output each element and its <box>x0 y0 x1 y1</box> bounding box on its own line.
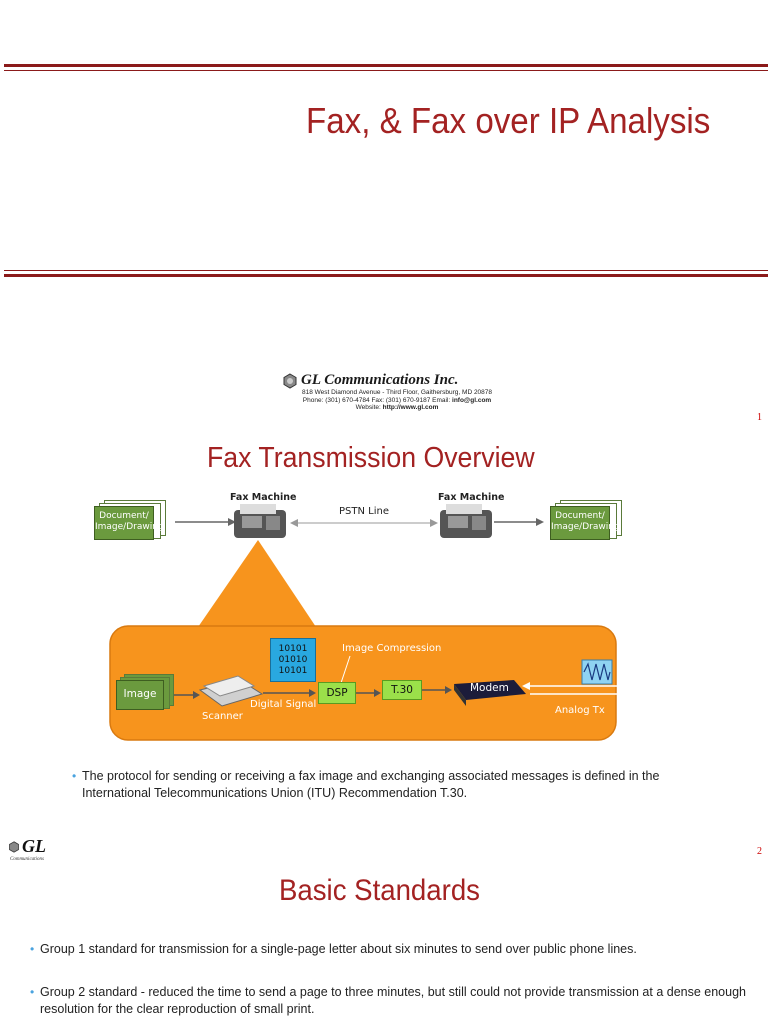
slide3-title: Basic Standards <box>279 874 480 907</box>
image-stack: Image <box>116 674 188 714</box>
bullet-dot-icon: • <box>30 942 35 956</box>
company-website: Website: http://www.gl.com <box>355 404 439 411</box>
gl-globe-small-icon <box>9 840 19 853</box>
slide2-title: Fax Transmission Overview <box>207 442 535 474</box>
bottom-rule-thin <box>4 270 768 271</box>
slide2-bullet: • The protocol for sending or receiving … <box>72 769 660 800</box>
page-number-2: 2 <box>757 846 762 857</box>
image-compression-label: Image Compression <box>342 643 442 654</box>
digital-signal-label: Digital Signal <box>250 699 317 710</box>
pstn-line-label: PSTN Line <box>339 506 389 517</box>
top-rule-thin <box>4 70 768 71</box>
t30-box: T.30 <box>382 680 422 700</box>
binary-data-box: 10101 01010 10101 <box>270 638 316 682</box>
gl-globe-icon <box>283 372 297 389</box>
bottom-rule-thick <box>4 274 768 277</box>
slide3-bullet-2: • Group 2 standard - reduced the time to… <box>30 985 746 1016</box>
fax-machine-left-icon <box>234 504 286 538</box>
fax-machine-right-label: Fax Machine <box>438 492 505 503</box>
company-address: 818 West Diamond Avenue - Third Floor, G… <box>301 389 493 396</box>
fax-machine-left-label: Fax Machine <box>230 492 297 503</box>
modem-label: Modem <box>470 682 509 694</box>
slide1-title: Fax, & Fax over IP Analysis <box>306 100 711 141</box>
dsp-box: DSP <box>318 682 356 704</box>
company-header: GL Communications Inc. 818 West Diamond … <box>282 372 512 412</box>
waveform-icon <box>581 659 613 685</box>
page-number-1: 1 <box>757 412 762 423</box>
top-rule-thick <box>4 64 768 67</box>
bullet-dot-icon: • <box>72 769 77 783</box>
bullet-dot-icon: • <box>30 985 35 999</box>
slide3-bullet-1: • Group 1 standard for transmission for … <box>30 942 637 956</box>
company-contact: Phone: (301) 670-4784 Fax: (301) 670-918… <box>302 396 492 404</box>
company-name: GL Communications Inc. <box>301 372 459 388</box>
analog-tx-label: Analog Tx <box>555 705 605 716</box>
gl-small-logo: GL Communications <box>9 836 46 862</box>
fax-machine-right-icon <box>440 504 492 538</box>
scanner-label: Scanner <box>202 711 243 722</box>
callout-triangle <box>196 540 318 630</box>
document-stack-right: Document/ Image/Drawing <box>550 500 622 540</box>
document-stack-left: Document/ Image/Drawing <box>94 500 166 540</box>
